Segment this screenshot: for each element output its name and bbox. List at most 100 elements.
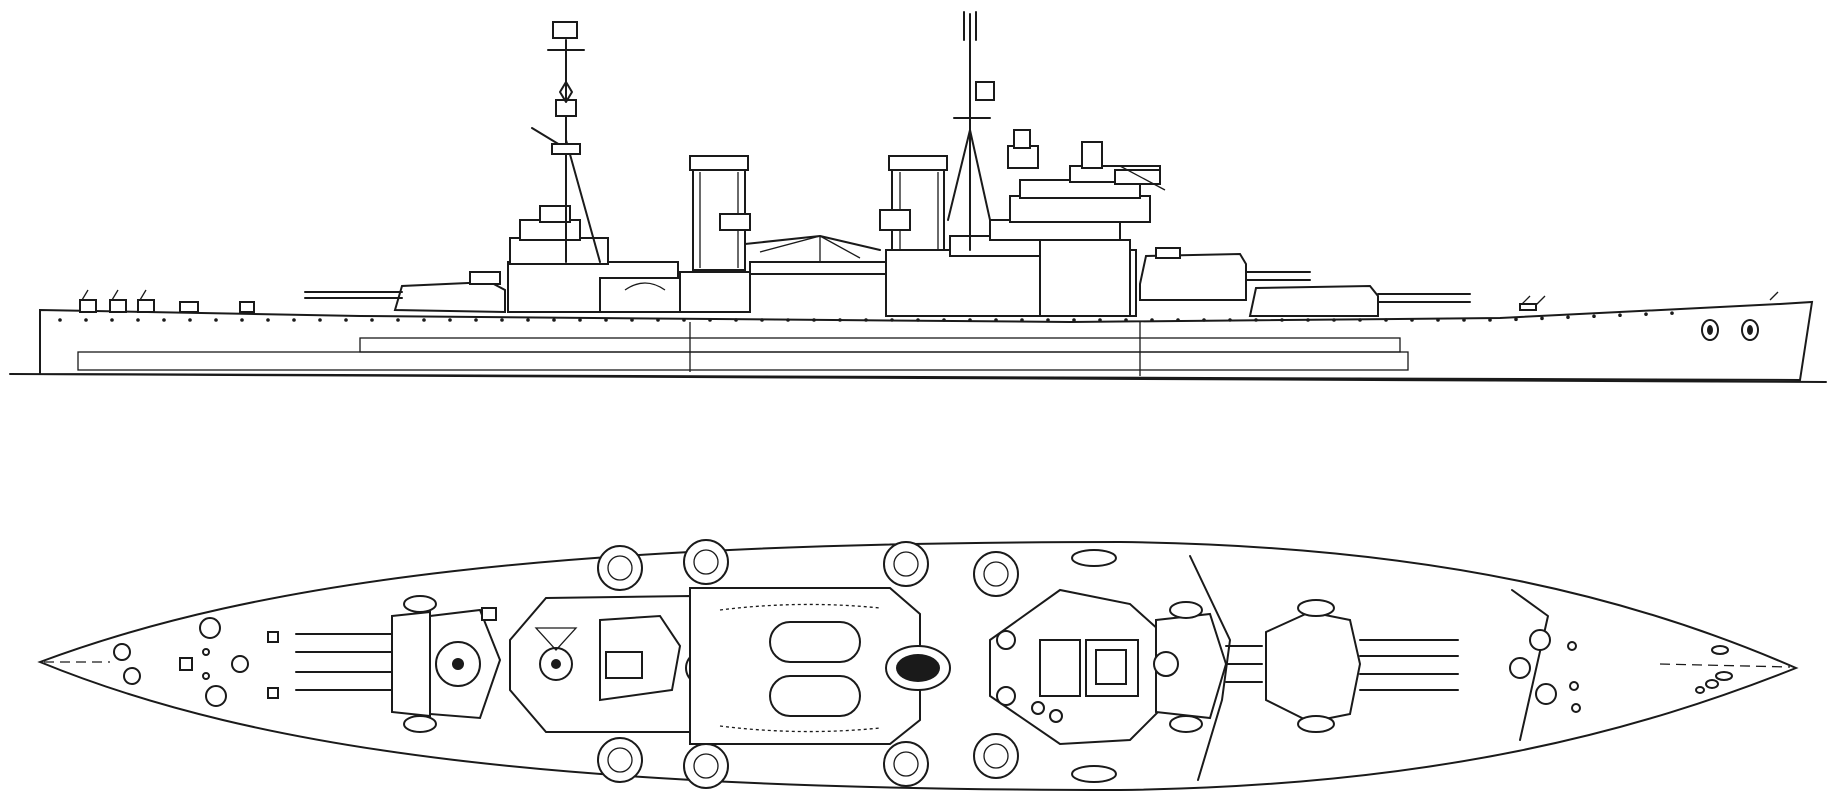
- porthole: [1540, 316, 1544, 321]
- porthole: [344, 318, 348, 322]
- porthole: [1150, 318, 1154, 322]
- porthole: [136, 318, 140, 322]
- porthole: [1306, 318, 1310, 322]
- fwd-superstructure: [885, 129, 1166, 317]
- bow-fittings: [1509, 629, 1733, 713]
- porthole: [604, 318, 608, 322]
- porthole: [1280, 318, 1284, 322]
- profile-view: [9, 11, 1827, 383]
- secondary-turret-inner: [693, 753, 719, 779]
- aft-mast: [531, 21, 601, 263]
- b-turret-plan: [1153, 601, 1263, 733]
- boat-oval: [1071, 765, 1117, 783]
- fwd-funnel-plan: [885, 645, 951, 691]
- porthole: [1670, 311, 1674, 315]
- secondary-turret: [597, 545, 643, 591]
- secondary-turret-inner: [893, 551, 919, 577]
- porthole: [942, 318, 946, 322]
- secondary-turret: [683, 539, 729, 585]
- porthole: [58, 318, 62, 322]
- porthole: [968, 318, 972, 322]
- porthole: [1098, 318, 1102, 322]
- porthole: [422, 318, 426, 322]
- porthole: [1410, 318, 1414, 322]
- porthole: [1384, 318, 1388, 322]
- porthole: [760, 318, 764, 322]
- porthole: [656, 318, 660, 322]
- porthole: [500, 318, 504, 322]
- porthole: [396, 318, 400, 322]
- boat-deck: [689, 587, 921, 745]
- porthole: [994, 318, 998, 322]
- porthole: [1514, 317, 1518, 322]
- porthole: [1566, 315, 1570, 320]
- porthole: [1332, 318, 1336, 322]
- aft-main-turret: [304, 271, 506, 314]
- porthole: [552, 318, 556, 322]
- porthole: [786, 318, 790, 322]
- fore-mast: [947, 11, 995, 251]
- secondary-turret-inner: [983, 561, 1009, 587]
- porthole: [188, 318, 192, 322]
- porthole: [682, 318, 686, 322]
- porthole: [1488, 318, 1492, 322]
- porthole: [214, 318, 218, 322]
- secondary-turret-inner: [693, 549, 719, 575]
- porthole: [890, 318, 894, 322]
- porthole: [1046, 318, 1050, 322]
- porthole: [1592, 314, 1596, 319]
- porthole: [1436, 318, 1440, 322]
- secondary-turret: [883, 741, 929, 787]
- porthole: [474, 318, 478, 322]
- porthole: [838, 318, 842, 322]
- porthole: [630, 318, 634, 322]
- secondary-turret: [597, 737, 643, 783]
- porthole: [1358, 318, 1362, 322]
- portholes: [58, 311, 1674, 322]
- armour-belt-upper: [359, 337, 1401, 353]
- secondary-turret-inner: [607, 555, 633, 581]
- stern-fittings: [113, 617, 279, 707]
- a-turret-plan: [1265, 599, 1459, 733]
- porthole: [1072, 318, 1076, 322]
- porthole: [1618, 313, 1622, 318]
- porthole: [370, 318, 374, 322]
- porthole: [708, 318, 712, 322]
- aft-turret-plan: [295, 595, 502, 733]
- aft-funnel: [689, 155, 751, 271]
- porthole: [1124, 318, 1128, 322]
- porthole: [240, 318, 244, 322]
- porthole: [1176, 318, 1180, 322]
- porthole: [578, 318, 582, 322]
- porthole: [266, 318, 270, 322]
- boat-oval: [1071, 549, 1117, 567]
- porthole: [292, 318, 296, 322]
- porthole: [110, 318, 114, 322]
- porthole: [1020, 318, 1024, 322]
- porthole: [84, 318, 88, 322]
- porthole: [812, 318, 816, 322]
- secondary-turret: [973, 733, 1019, 779]
- a-main-turret: [1248, 284, 1471, 317]
- crane-and-boats: [744, 235, 891, 275]
- secondary-turret-inner: [983, 743, 1009, 769]
- deck-edge-line: [1189, 555, 1231, 781]
- porthole: [318, 318, 322, 322]
- porthole: [448, 318, 452, 322]
- porthole: [1228, 318, 1232, 322]
- fwd-superstructure-plan: [989, 588, 1171, 746]
- secondary-turret-inner: [893, 751, 919, 777]
- porthole: [162, 318, 166, 322]
- aft-superstructure-plan: [509, 594, 691, 733]
- secondary-turret-inner: [607, 747, 633, 773]
- hull-profile: [39, 300, 1814, 382]
- secondary-turret: [883, 541, 929, 587]
- porthole: [1644, 312, 1648, 316]
- porthole: [1254, 318, 1258, 322]
- porthole: [526, 318, 530, 322]
- deck-fittings-fwd: [1519, 291, 1779, 311]
- porthole: [1202, 318, 1206, 322]
- breakwater: [1511, 589, 1549, 741]
- secondary-turret: [973, 551, 1019, 597]
